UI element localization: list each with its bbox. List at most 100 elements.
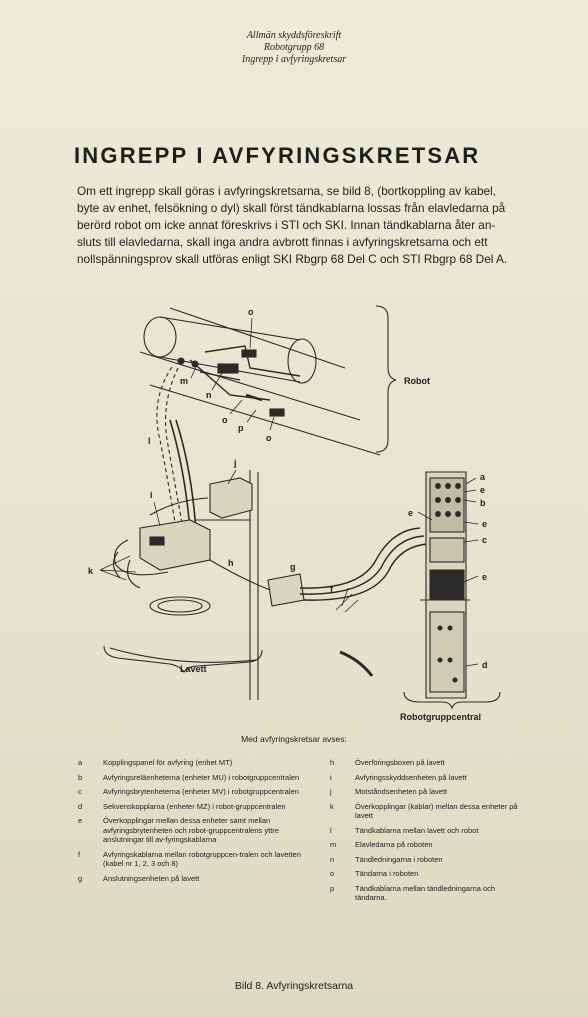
letter-h: h: [228, 558, 234, 568]
lavett-wiring: [149, 497, 250, 521]
header-line-3: Ingrepp i avfyringskretsar: [241, 54, 347, 65]
panel-c: [429, 537, 465, 563]
letter-d: d: [482, 660, 488, 670]
motstandsenhet-j: [209, 477, 253, 519]
lavett-wiring-2: [209, 559, 271, 591]
legend-row: j Motståndsenheten på lavett: [330, 787, 520, 797]
legend-text: Motståndsenheten på lavett: [355, 787, 448, 796]
switch: [435, 511, 441, 517]
tand-cables-l: [156, 366, 186, 541]
leader-j: [227, 469, 237, 485]
cable-harness-e: [429, 569, 465, 601]
legend-key: c: [78, 787, 82, 796]
cable-p: [245, 393, 263, 402]
figure-caption: Med avfyringskretsar avses:: [241, 734, 347, 744]
header-line-1: Allmän skyddsföreskrift: [246, 30, 342, 41]
legend-key: o: [330, 869, 335, 878]
letter-c: c: [482, 535, 487, 545]
switch: [435, 483, 441, 489]
legend-row: o Tändarna i roboten: [330, 869, 520, 879]
intro-line: byte av enhet, felsökning o dyl) skall f…: [77, 201, 506, 215]
letter-e: e: [480, 485, 485, 495]
robot-brace: [375, 305, 397, 453]
intro-line: sluts till elavledarna, skall inga andra…: [77, 235, 488, 249]
legend-row: d Sekvenskopplarna (enheter MZ) i robot-g…: [78, 802, 308, 812]
legend-key: d: [78, 801, 83, 811]
legend-key: k: [330, 801, 334, 811]
legend-text: Överföringsboxen på lavett: [355, 758, 445, 767]
header-line-2: Robotgrupp 68: [263, 42, 325, 53]
figure-title: Bild 8. Avfyringskretsarna: [234, 980, 354, 992]
legend-text: Överkopplingar mellan dessa enheter samt…: [103, 816, 279, 844]
letter-l: l: [148, 436, 151, 446]
robot-guide-lines: [139, 307, 381, 456]
switch: [445, 511, 451, 517]
ignitor-o2: [269, 408, 285, 417]
lavett-ring: [149, 596, 211, 616]
tand-cables-l-solid: [169, 419, 197, 533]
legend-key: b: [78, 772, 83, 782]
legend-key: a: [78, 758, 83, 767]
legend-key: p: [330, 883, 335, 893]
letter-o: o: [248, 307, 254, 317]
letter-e-4: e: [482, 572, 487, 582]
robot-nose: [143, 316, 177, 358]
robot-drawing: [139, 307, 381, 456]
legend-text: Avfyringsreläenheterna (enheter MU) i ro…: [103, 772, 300, 782]
switch: [445, 497, 451, 503]
legend-text: Tändkablarna mellan lavett och robot: [355, 825, 479, 835]
letter-k: k: [88, 566, 94, 576]
legend-row: e Överkopplingar mellan dessa enheter sam…: [78, 816, 308, 845]
lavett-base: [109, 647, 257, 663]
switch: [455, 497, 461, 503]
legend-text: Avfyringsskyddsenheten på lavett: [355, 772, 467, 782]
legend-text: Sekvenskopplarna (enheter MZ) i robot-gr…: [103, 801, 286, 811]
ground-cable: [339, 650, 374, 677]
legend-key: f: [78, 849, 81, 859]
letter-a: a: [480, 472, 486, 482]
switch: [455, 511, 461, 517]
firing-circuit-figure: Robot o m n o p o l j i: [88, 305, 501, 722]
legend-key: j: [330, 787, 332, 796]
robot-rear: [287, 338, 317, 384]
running-header: Allmän skyddsföreskrift Robotgrupp 68 In…: [0, 30, 588, 66]
legend-row: f Avfyringskablarna mellan robotgruppcen-…: [78, 850, 308, 869]
legend-row: p Tändkablarna mellan tändledningarna och…: [330, 884, 520, 903]
letter-j: j: [233, 458, 237, 468]
legend-text: Tändkablarna mellan tändledningarna och …: [355, 883, 496, 903]
lavett-ring-inner: [157, 599, 203, 613]
elavledare-m: [177, 357, 185, 365]
letter-o-3: o: [266, 433, 272, 443]
intro-paragraph: Om ett ingrepp skall göras i avfyringskr…: [77, 183, 507, 268]
lavett-drawing: [109, 470, 374, 700]
legend-text: Avfyringskablarna mellan robotgruppcen-t…: [103, 849, 301, 869]
intro-line: Om ett ingrepp skall göras i avfyringskr…: [77, 184, 496, 198]
elavledare-m2: [191, 360, 199, 368]
cables-k2: [112, 551, 141, 589]
legend-text: Anslutningsenheten på lavett: [103, 873, 200, 883]
legend-key: e: [78, 816, 83, 825]
letter-o-2: o: [222, 415, 228, 425]
legend-row: g Anslutningsenheten på lavett: [78, 874, 308, 884]
letter-m: m: [180, 376, 188, 386]
switch: [437, 657, 443, 663]
central-label: Robotgruppcentral: [400, 712, 481, 722]
legend-key: g: [78, 873, 83, 883]
letter-e-3: e: [482, 519, 487, 529]
switch: [445, 483, 451, 489]
leader-i: [153, 501, 161, 527]
anslutningsenhet-g: [267, 573, 305, 607]
leader-lines-robot: [190, 317, 275, 431]
legend-text: Tändarna i roboten: [355, 869, 419, 878]
letter-f: f: [330, 584, 334, 594]
robot-connector: [217, 363, 239, 374]
legend-key: n: [330, 854, 335, 864]
leader-k: [99, 555, 137, 581]
